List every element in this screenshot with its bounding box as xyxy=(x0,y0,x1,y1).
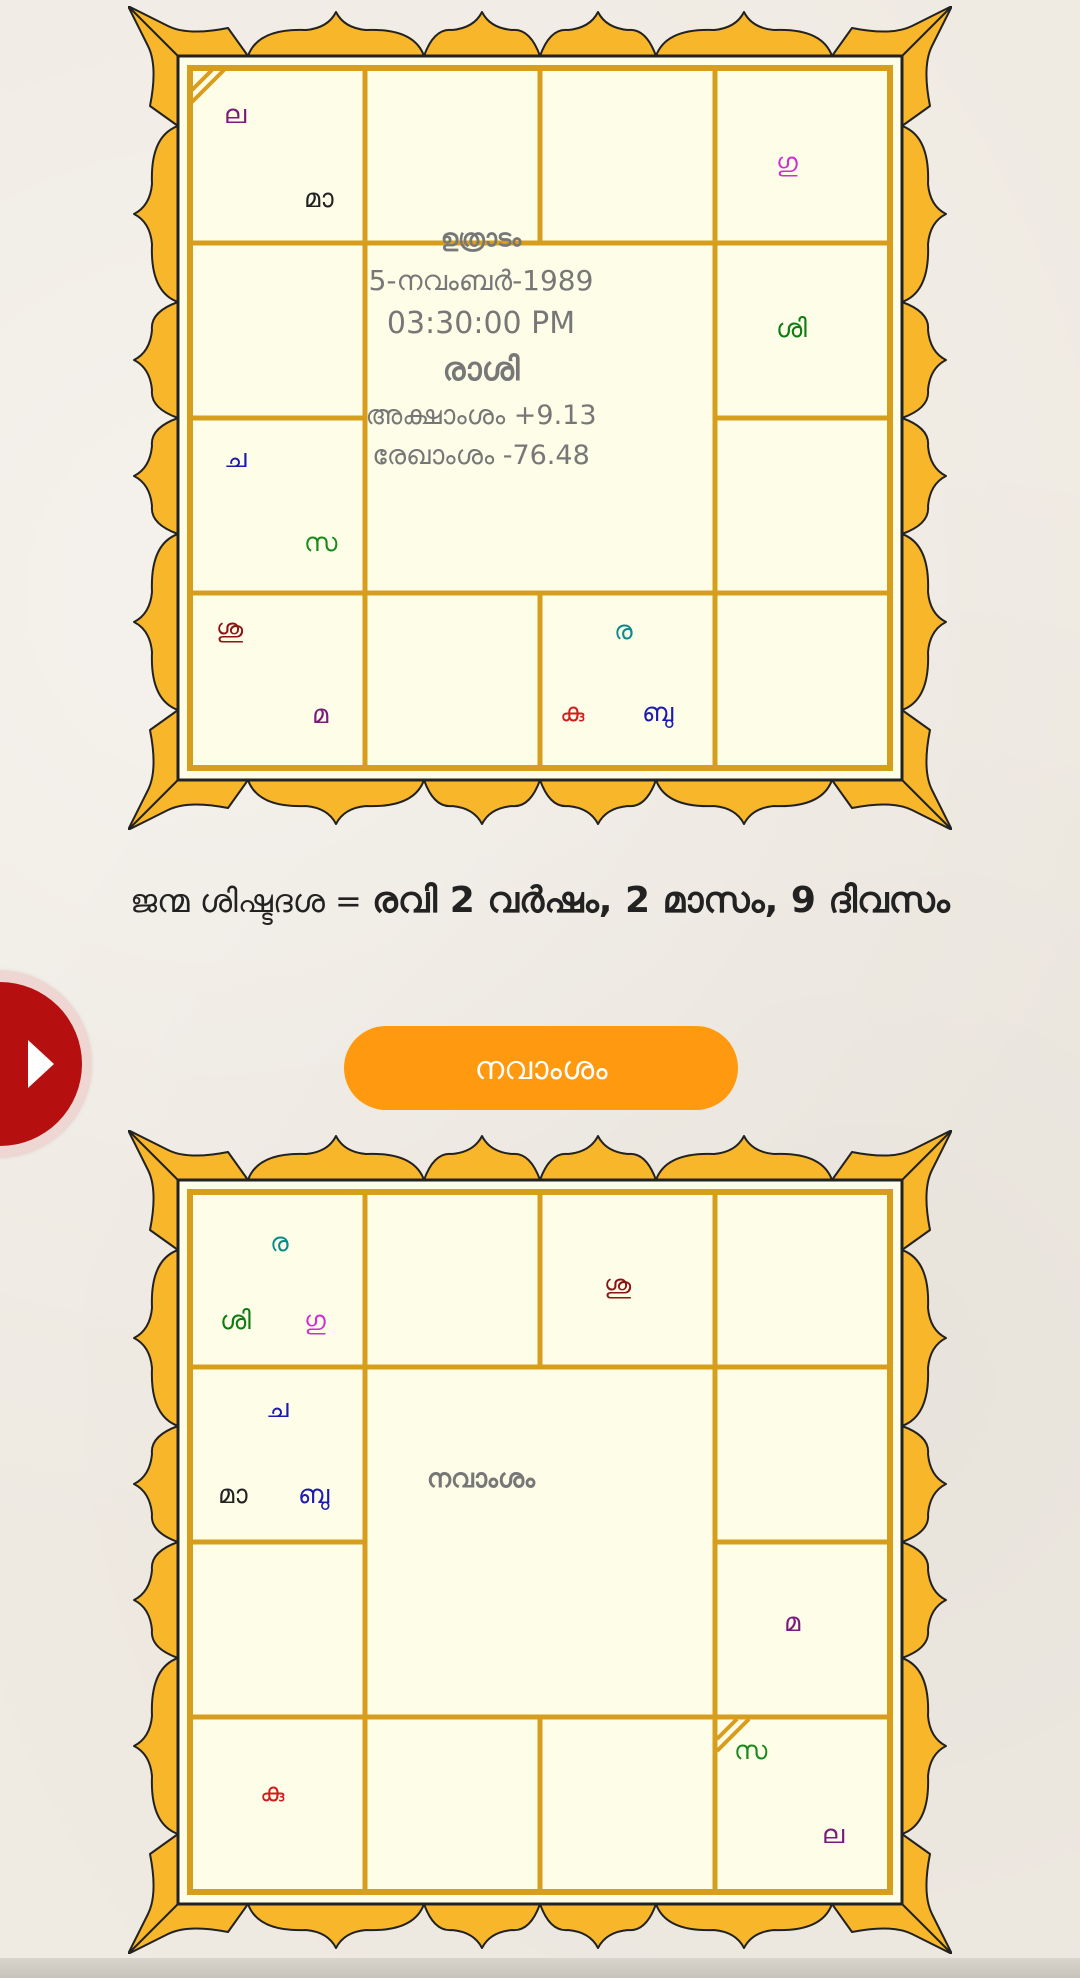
planet-cha: ച xyxy=(266,1394,289,1424)
planet-ku: കു xyxy=(560,698,585,728)
longitude: രേഖാംശം -76.48 xyxy=(372,440,590,471)
planet-la: ല xyxy=(224,100,247,130)
janma-shishta-dasha: ജന്മ ശിഷ്ടദശ = രവി 2 വർഷം, 2 മാസം, 9 ദിവ… xyxy=(0,880,1080,922)
navamsa-chart: ര ശി ഗു ശു ച മാ ബു മ സ ല കു നവാംശം xyxy=(128,1130,952,1954)
planet-shi: ശി xyxy=(220,1306,251,1336)
chart-frame xyxy=(128,1130,952,1954)
birth-date: 5-നവംബർ-1989 xyxy=(368,264,594,297)
planet-maandi: മാ xyxy=(218,1480,248,1510)
nakshatra-name: ഉത്രാടം xyxy=(440,224,522,252)
planet-maandi: മാ xyxy=(304,184,334,214)
dasha-value: രവി 2 വർഷം, 2 മാസം, 9 ദിവസം xyxy=(372,880,950,921)
side-drawer-tab[interactable] xyxy=(0,970,92,1158)
planet-ma: മ xyxy=(312,700,329,730)
planet-sa: സ xyxy=(734,1736,768,1766)
latitude: അക്ഷാംശം +9.13 xyxy=(365,400,597,431)
planet-gu: ഗു xyxy=(776,148,798,178)
planet-ku: കു xyxy=(260,1778,285,1808)
planet-shi: ശി xyxy=(776,314,807,344)
planet-la: ല xyxy=(822,1820,845,1850)
birth-time: 03:30:00 PM xyxy=(386,306,576,341)
navamsa-center-info: നവാംശം xyxy=(312,1314,650,1652)
chart-title: നവാംശം xyxy=(426,1464,536,1494)
planet-ma: മ xyxy=(784,1608,801,1638)
planet-shu: ശു xyxy=(216,614,244,644)
rasi-chart: ല മാ ഗു ശി ച സ ശു മ ര കു ബു ഉത്രാടം 5-നവ… xyxy=(128,6,952,830)
bottom-edge xyxy=(0,1958,1080,1978)
planet-ra: ര xyxy=(270,1228,289,1258)
planet-bu: ബു xyxy=(298,1480,330,1510)
rasi-center-info: ഉത്രാടം 5-നവംബർ-1989 03:30:00 PM രാശി അക… xyxy=(312,190,650,528)
side-tab-inner xyxy=(0,982,82,1146)
chart-title: രാശി xyxy=(442,350,520,388)
play-triangle-icon xyxy=(28,1040,54,1088)
planet-gu: ഗു xyxy=(304,1306,326,1336)
chart-frame xyxy=(128,6,952,830)
planet-ra: ര xyxy=(614,616,633,646)
dasha-label: ജന്മ ശിഷ്ടദശ = xyxy=(130,882,373,920)
planet-cha: ച xyxy=(224,444,247,474)
navamsa-button[interactable]: നവാംശം xyxy=(344,1026,738,1110)
planet-sa: സ xyxy=(304,528,338,558)
planet-shu: ശു xyxy=(604,1270,632,1300)
planet-bu: ബു xyxy=(642,698,674,728)
